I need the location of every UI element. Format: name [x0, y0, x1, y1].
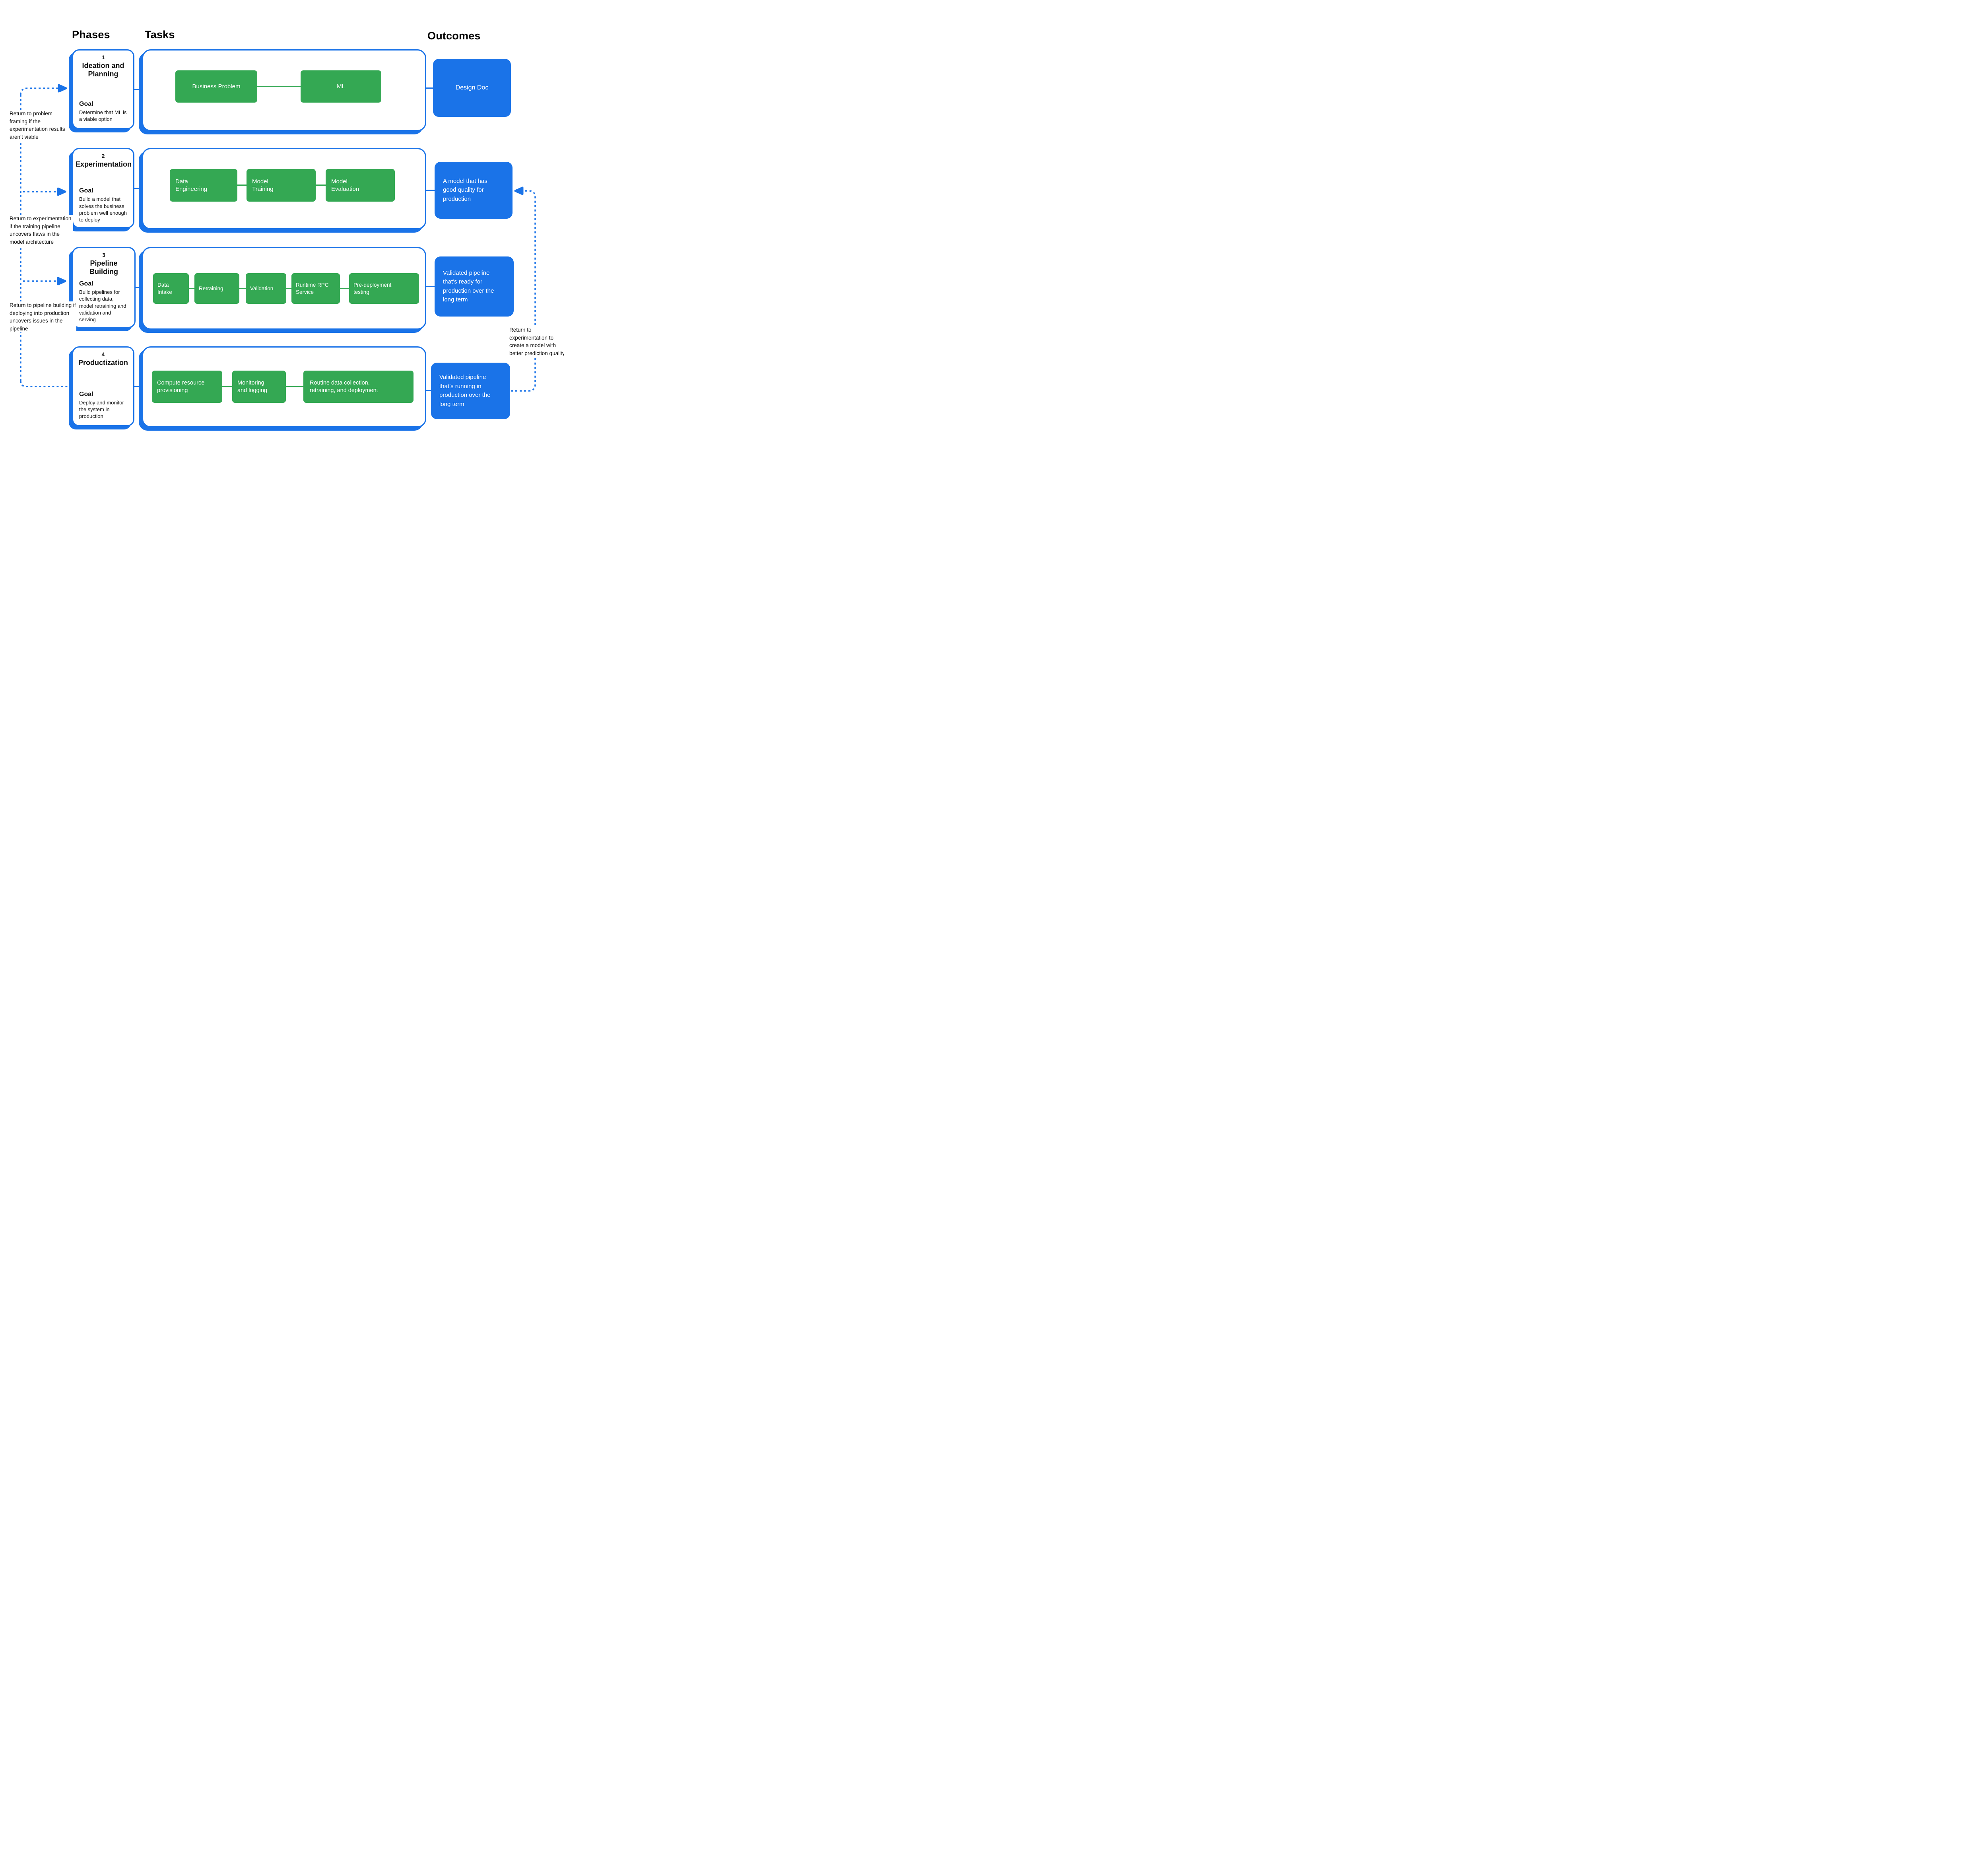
arrowhead-to-phase3-icon [57, 277, 66, 286]
outcome-validated-pipeline-running: Validated pipeline that’s running in pro… [431, 363, 510, 419]
connector-retraining-validation [239, 288, 247, 289]
goal-text: Deploy and monitor the system in product… [79, 399, 124, 419]
phase-title: Ideation and Planning [82, 62, 124, 78]
column-header-outcomes: Outcomes [427, 30, 481, 42]
annotation-return-to-experimentation: Return to experimentation if the trainin… [10, 215, 73, 246]
phase-goal: Goal Build a model that solves the busin… [73, 187, 133, 223]
connector-compute-monitoring [221, 386, 233, 387]
goal-label: Goal [79, 280, 93, 288]
task-data-intake: Data Intake [153, 273, 189, 304]
task-label: ML [337, 83, 345, 90]
connector-tasks2-outcome [425, 190, 435, 191]
task-label: Model Evaluation [331, 178, 359, 193]
outcome-quality-model: A model that has good quality for produc… [435, 162, 513, 219]
mlops-phases-diagram: Phases Tasks Outcomes 1 Ideation and Pla… [0, 0, 564, 465]
task-compute-resource-provisioning: Compute resource provisioning [152, 371, 222, 403]
column-header-phases: Phases [72, 29, 110, 41]
phase-number: 3 [102, 252, 105, 258]
goal-text: Build pipelines for collecting data, mod… [79, 289, 126, 322]
phase-number: 1 [101, 54, 105, 60]
goal-label: Goal [79, 187, 93, 194]
column-header-tasks: Tasks [145, 29, 175, 41]
annotation-return-for-better-prediction: Return to experimentation to create a mo… [509, 326, 564, 357]
connector-rpc-predeploy [339, 288, 350, 289]
phase-title: Pipeline Building [89, 259, 118, 276]
phase-card-ideation-planning: 1 Ideation and Planning Goal Determine t… [72, 49, 134, 129]
connector-training-evaluation [315, 185, 326, 186]
task-ml: ML [301, 70, 381, 103]
outcome-label: Validated pipeline that’s running in pro… [439, 374, 491, 408]
task-label: Compute resource provisioning [157, 379, 205, 394]
return-path-right-line [511, 190, 536, 392]
task-retraining: Retraining [194, 273, 239, 304]
connector-monitoring-routine [285, 386, 304, 387]
arrowhead-to-phase1-icon [58, 84, 67, 93]
phase-goal: Goal Determine that ML is a viable optio… [73, 101, 133, 122]
phase-card-productization: 4 Productization Goal Deploy and monitor… [72, 346, 134, 426]
return-path-from-phase4-line [20, 381, 70, 387]
connector-validation-rpc [285, 288, 292, 289]
connector-business-problem-ml [256, 86, 301, 87]
goal-text: Build a model that solves the business p… [79, 196, 127, 223]
task-business-problem: Business Problem [175, 70, 257, 103]
phase-card-experimentation: 2 Experimentation Goal Build a model tha… [72, 148, 134, 228]
phase-goal: Goal Build pipelines for collecting data… [73, 280, 134, 323]
return-path-left [20, 84, 70, 387]
task-runtime-rpc-service: Runtime RPC Service [291, 273, 340, 304]
connector-phase3-tasks [135, 287, 143, 288]
task-label: Data Intake [157, 282, 172, 295]
connector-dataeng-training [237, 185, 247, 186]
task-pre-deployment-testing: Pre-deployment testing [349, 273, 419, 304]
phase-title: Experimentation [76, 160, 132, 168]
task-monitoring-and-logging: Monitoring and logging [232, 371, 286, 403]
outcome-label: Validated pipeline that’s ready for prod… [443, 269, 494, 303]
phase-goal: Goal Deploy and monitor the system in pr… [73, 391, 133, 420]
arrowhead-to-phase2-icon [57, 187, 66, 196]
connector-intake-retraining [188, 288, 195, 289]
task-label: Monitoring and logging [237, 379, 267, 394]
task-label: Routine data collection, retraining, and… [310, 379, 378, 394]
annotation-return-to-pipeline-building: Return to pipeline building if deploying… [10, 301, 76, 333]
task-label: Validation [250, 285, 274, 291]
phase-number: 4 [101, 351, 105, 357]
annotation-return-to-problem-framing: Return to problem framing if the experim… [10, 110, 66, 141]
phase-card-pipeline-building: 3 Pipeline Building Goal Build pipelines… [72, 247, 136, 328]
arrowhead-to-outcome2-icon [514, 186, 524, 195]
task-validation: Validation [246, 273, 286, 304]
outcome-label: Design Doc [455, 84, 489, 91]
connector-phase1-tasks [134, 89, 143, 90]
phase-title: Productization [78, 359, 128, 367]
task-label: Data Engineering [175, 178, 208, 193]
outcome-validated-pipeline-ready: Validated pipeline that’s ready for prod… [435, 256, 514, 317]
connector-tasks4-outcome [425, 390, 432, 391]
connector-tasks1-outcome [425, 87, 434, 89]
task-label: Retraining [199, 285, 223, 291]
outcome-label: A model that has good quality for produc… [443, 177, 487, 202]
goal-text: Determine that ML is a viable option [79, 109, 127, 122]
goal-label: Goal [79, 390, 93, 398]
task-label: Business Problem [192, 83, 241, 90]
outcome-design-doc: Design Doc [433, 59, 511, 117]
connector-phase4-tasks [134, 386, 143, 387]
connector-tasks3-outcome [425, 286, 435, 287]
task-routine-collection-retraining-deployment: Routine data collection, retraining, and… [303, 371, 414, 403]
connector-phase2-tasks [134, 188, 143, 189]
return-path-right [511, 186, 536, 392]
return-arrow-to-phase1-line [20, 87, 58, 95]
task-label: Model Training [252, 178, 274, 193]
goal-label: Goal [79, 100, 93, 107]
task-model-evaluation: Model Evaluation [326, 169, 395, 202]
task-label: Pre-deployment testing [353, 282, 392, 295]
task-data-engineering: Data Engineering [170, 169, 237, 202]
task-label: Runtime RPC Service [296, 282, 329, 295]
phase-number: 2 [101, 153, 105, 159]
task-model-training: Model Training [247, 169, 316, 202]
